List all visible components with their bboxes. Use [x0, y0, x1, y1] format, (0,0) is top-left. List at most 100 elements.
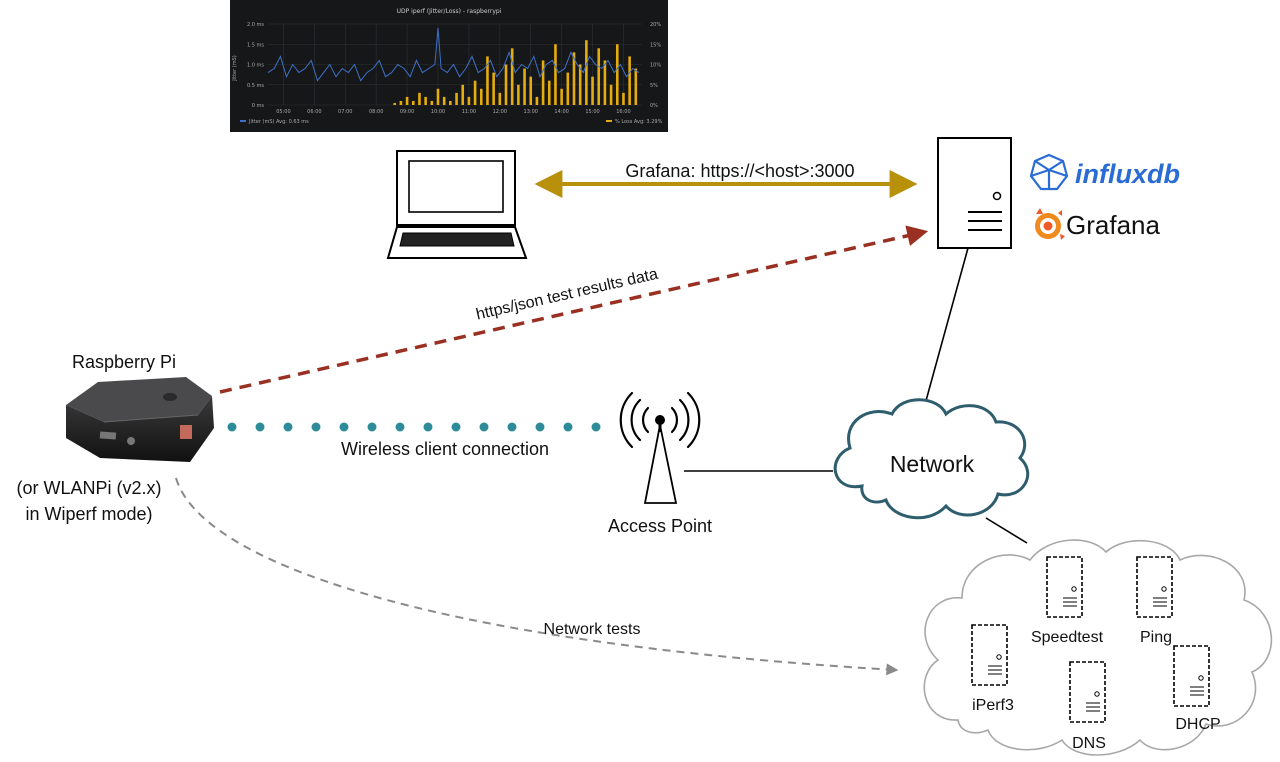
y-right-tick: 10% — [650, 63, 661, 69]
network-services-link — [985, 517, 1028, 544]
wireless-dot — [451, 422, 461, 432]
grafana-logo: Grafana — [1035, 208, 1160, 240]
iperf3-server-icon — [971, 624, 1008, 686]
wireless-dot — [479, 422, 489, 432]
legend-loss-swatch — [606, 120, 612, 122]
panel-y-right-ticks: 20%15%10%5%0% — [650, 22, 661, 109]
y-right-tick: 0% — [650, 103, 658, 109]
x-tick: 07:00 — [338, 109, 352, 115]
wireless-connection-dots — [227, 422, 601, 432]
grafana-url-label: Grafana: https://<host>:3000 — [625, 161, 854, 181]
grafana-wordmark: Grafana — [1066, 210, 1160, 240]
legend-jitter-swatch — [240, 120, 246, 122]
loss-bar — [517, 84, 520, 105]
wlanpi-label-line2: in Wiperf mode) — [25, 504, 152, 524]
wireless-label: Wireless client connection — [341, 439, 549, 459]
loss-bar — [492, 72, 495, 105]
wireless-dot — [395, 422, 405, 432]
loss-bar — [603, 60, 607, 105]
network-cloud — [833, 398, 1030, 520]
legend-jitter: Jitter (mS) Avg: 0.63 ms — [248, 119, 309, 125]
wireless-dot — [423, 422, 433, 432]
loss-bar — [399, 100, 403, 105]
loss-bar — [393, 102, 397, 105]
wlanpi-label-line1: (or WLANPi (v2.x) — [16, 478, 161, 498]
hdmi-port-icon — [99, 431, 117, 440]
x-tick: 16:00 — [616, 109, 630, 115]
influxdb-logo: influxdb — [1029, 153, 1180, 191]
loss-bar — [430, 100, 434, 105]
loss-bar — [622, 92, 625, 105]
panel-title: UDP iperf (Jitter/Loss) - raspberrypi — [397, 8, 502, 15]
loss-bar — [455, 92, 458, 105]
laptop-icon — [386, 150, 528, 259]
loss-bar — [461, 84, 465, 105]
wireless-dot — [535, 422, 545, 432]
access-point-label: Access Point — [608, 516, 712, 536]
network-label: Network — [890, 451, 975, 477]
x-tick: 14:00 — [554, 109, 568, 115]
legend-loss: % Loss Avg: 3.29% — [615, 119, 663, 125]
loss-bar — [442, 96, 446, 105]
loss-series — [393, 40, 638, 106]
loss-bar — [467, 96, 471, 105]
x-tick: 05:00 — [276, 109, 290, 115]
loss-bar — [547, 80, 551, 105]
audio-jack-icon — [127, 437, 135, 445]
y-right-tick: 5% — [650, 83, 658, 89]
y-left-tick: 0 ms — [252, 103, 265, 109]
loss-bar — [554, 44, 557, 105]
wireless-dot — [507, 422, 517, 432]
panel-y-left-label: Jitter (mS) — [232, 55, 238, 82]
influxdb-wordmark: influxdb — [1075, 159, 1180, 189]
loss-bar — [566, 72, 570, 105]
grafana-swirl-icon — [1035, 208, 1065, 240]
y-left-tick: 1.0 ms — [247, 63, 264, 69]
wireless-dot — [255, 422, 265, 432]
loss-bar — [436, 88, 440, 105]
results-data-arrow — [219, 225, 929, 394]
speedtest-server-icon — [1046, 556, 1083, 618]
loss-bar — [504, 64, 508, 105]
jitter-series-line — [267, 27, 640, 82]
x-tick: 15:00 — [585, 109, 599, 115]
loss-bar — [560, 88, 563, 105]
loss-bar — [510, 48, 514, 105]
wireless-dot — [283, 422, 293, 432]
raspberry-pi-device — [66, 377, 214, 462]
y-left-tick: 1.5 ms — [247, 42, 264, 48]
loss-bar — [411, 100, 415, 105]
loss-bar — [523, 68, 526, 105]
loss-bar — [486, 56, 489, 105]
y-right-tick: 20% — [650, 22, 661, 28]
loss-bar — [572, 52, 576, 105]
access-point-icon — [619, 391, 701, 504]
loss-bar — [473, 80, 477, 105]
loss-bar — [405, 96, 409, 105]
x-tick: 06:00 — [307, 109, 321, 115]
loss-bar — [535, 96, 539, 105]
wireless-dot — [591, 422, 601, 432]
loss-bar — [628, 56, 631, 105]
y-left-tick: 2.0 ms — [247, 22, 264, 28]
wireless-dot — [227, 422, 237, 432]
wireless-dot — [563, 422, 573, 432]
server-network-link — [923, 247, 969, 409]
server-icon — [937, 137, 1012, 249]
x-tick: 09:00 — [400, 109, 414, 115]
raspberry-logo-icon — [163, 393, 177, 401]
loss-bar — [529, 76, 533, 105]
loss-bar — [578, 64, 582, 105]
loss-bar — [541, 60, 545, 105]
loss-bar — [449, 100, 452, 105]
loss-bar — [585, 40, 588, 106]
loss-bar — [634, 68, 638, 105]
network-tests-arrow — [175, 477, 899, 676]
wireless-dot — [367, 422, 377, 432]
loss-bar — [597, 48, 601, 105]
x-tick: 12:00 — [493, 109, 507, 115]
x-tick: 11:00 — [462, 109, 476, 115]
speedtest-label: Speedtest — [1031, 629, 1104, 646]
wireless-dot — [339, 422, 349, 432]
